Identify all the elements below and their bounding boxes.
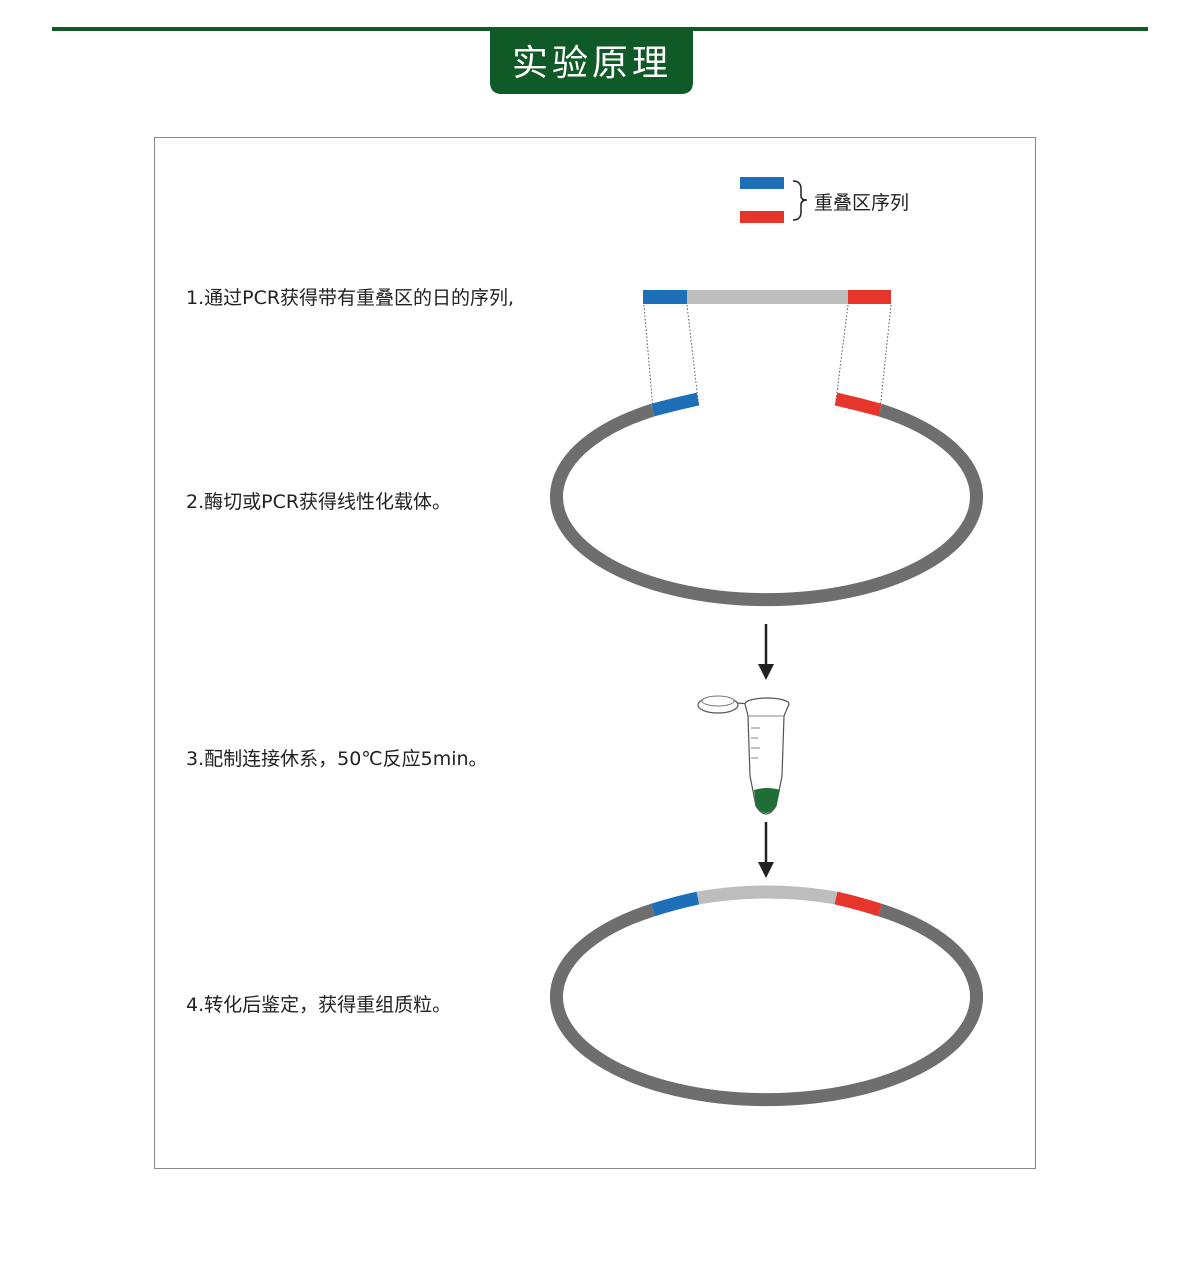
- legend-red-swatch: [740, 211, 784, 223]
- header-title: 实验原理: [512, 43, 672, 84]
- diagram-frame: [154, 137, 1036, 1169]
- header: 实验原理: [52, 27, 1148, 94]
- plasmid-insert: [696, 885, 838, 905]
- vector-red-overlap: [834, 392, 882, 417]
- microcentrifuge-tube-icon: [697, 695, 790, 815]
- tube-graduations: [751, 727, 760, 759]
- insert-blue-end: [643, 290, 687, 304]
- plasmid-backbone: [550, 903, 983, 1107]
- insert-red-end: [848, 290, 891, 304]
- recombinant-plasmid: [550, 885, 983, 1107]
- legend: 重叠区序列: [740, 177, 909, 223]
- brace-icon: [792, 180, 808, 221]
- vector-backbone: [550, 403, 983, 607]
- plasmid-blue-overlap: [651, 891, 700, 917]
- step-1-text: 1.通过PCR获得带有重叠区的日的序列,: [186, 287, 514, 309]
- tube-reaction-liquid: [754, 788, 780, 813]
- insert-gray-body: [687, 290, 848, 304]
- step-2-text: 2.酶切或PCR获得线性化载体。: [186, 491, 451, 513]
- alignment-guides: [643, 304, 892, 411]
- down-arrow-icon: [758, 624, 774, 680]
- header-tab: [490, 29, 693, 94]
- legend-label: 重叠区序列: [814, 192, 909, 214]
- insert-fragment: [643, 290, 891, 304]
- step-4-text: 4.转化后鉴定，获得重组质粒。: [186, 994, 451, 1016]
- step-3-text: 3.配制连接休系，50℃反应5min。: [186, 748, 488, 770]
- down-arrow-icon: [758, 822, 774, 878]
- legend-blue-swatch: [740, 177, 784, 189]
- linearized-vector: [550, 392, 983, 607]
- vector-blue-overlap: [651, 392, 700, 417]
- plasmid-red-overlap: [834, 891, 882, 917]
